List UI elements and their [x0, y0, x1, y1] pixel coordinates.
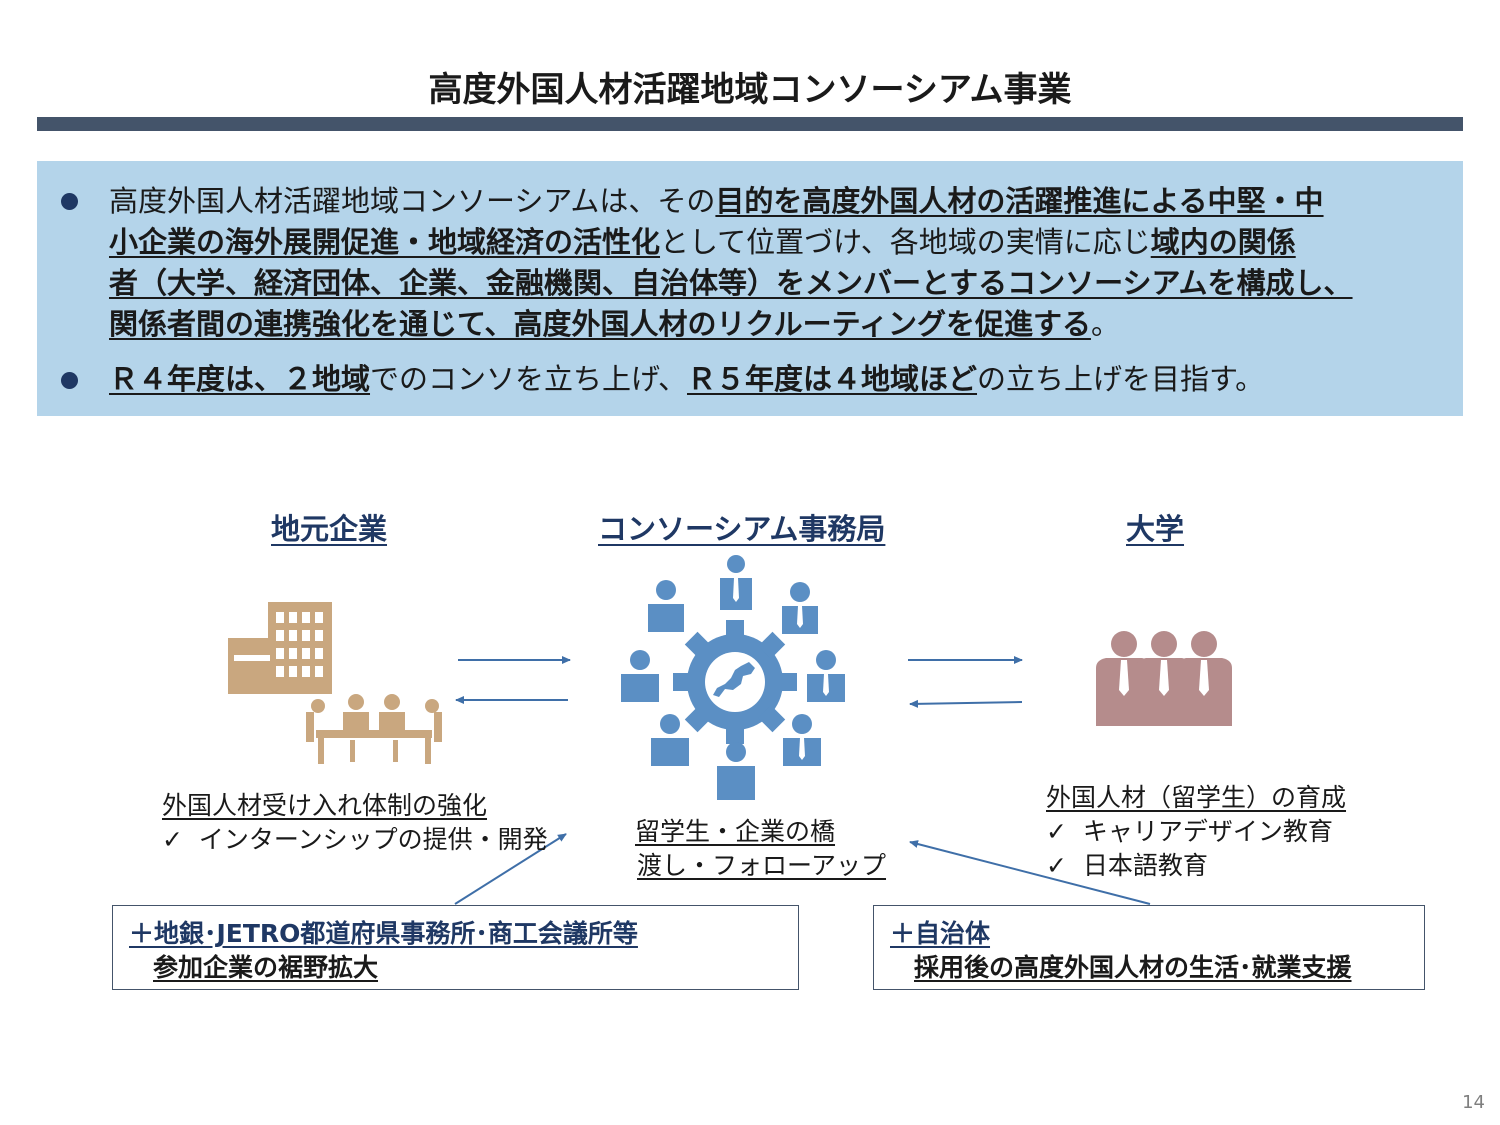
right-caption-item-1: ✓ キャリアデザイン教育 — [1046, 815, 1333, 849]
bullet-1-bold-4: 者（大学、経済団体、企業、金融機関、自治体等）をメンバーとするコンソーシアムを構… — [109, 266, 1353, 300]
right-caption-title: 外国人材（留学生）の育成 — [1046, 783, 1347, 812]
label-university: 大学 — [1126, 512, 1185, 546]
bullet-2-plain-1: でのコンソを立ち上げ、 — [370, 362, 687, 396]
office-building-and-meeting-icon — [228, 602, 442, 764]
right-caption-item-2: ✓ 日本語教育 — [1046, 849, 1208, 883]
arrow-from-right-box — [909, 840, 1151, 905]
check-icon: ✓ — [1046, 817, 1067, 846]
bullet-2-line-1: Ｒ４年度は、２地域でのコンソを立ち上げ、Ｒ５年度は４地域ほどの立ち上げを目指す。 — [109, 359, 1264, 400]
label-local-companies: 地元企業 — [271, 512, 388, 546]
title-divider — [37, 117, 1463, 131]
label-consortium-office: コンソーシアム事務局 — [598, 512, 886, 546]
bullet-1-plain-3: 。 — [1090, 307, 1120, 341]
left-caption-item: ✓ インターンシップの提供・開発 — [162, 823, 548, 857]
right-caption-item-1-text: キャリアデザイン教育 — [1082, 817, 1333, 846]
bullet-1-plain-1: 高度外国人材活躍地域コンソーシアムは、その — [109, 184, 716, 218]
summary-panel: 高度外国人材活躍地域コンソーシアムは、その目的を高度外国人材の活躍推進による中堅… — [37, 161, 1463, 416]
bullet-1-line-1: 高度外国人材活躍地域コンソーシアムは、その目的を高度外国人材の活躍推進による中堅… — [109, 181, 1324, 222]
right-box-line-2: 採用後の高度外国人材の生活･就業支援 — [914, 953, 1352, 982]
bullet-1-line-2: 小企業の海外展開促進・地域経済の活性化として位置づけ、各地域の実情に応じ域内の関… — [109, 222, 1296, 263]
bullet-2-bold-2: Ｒ５年度は４地域ほど — [687, 362, 978, 396]
bullet-1-bold-1: 目的を高度外国人材の活躍推進による中堅・中 — [715, 184, 1324, 218]
bullet-dot — [61, 372, 78, 389]
bullet-1-plain-2: として位置づけ、各地域の実情に応じ — [660, 225, 1151, 259]
bullet-1-line-3: 者（大学、経済団体、企業、金融機関、自治体等）をメンバーとするコンソーシアムを構… — [109, 263, 1353, 304]
left-box-line-1: ＋地銀･JETRO都道府県事務所･商工会議所等 — [129, 919, 638, 948]
bullet-dot — [61, 193, 78, 210]
bullet-1-line-4: 関係者間の連携強化を通じて、高度外国人材のリクルーティングを促進する。 — [109, 304, 1120, 345]
left-caption-title: 外国人材受け入れ体制の強化 — [162, 791, 488, 820]
left-box-line-2: 参加企業の裾野拡大 — [153, 953, 379, 982]
check-icon: ✓ — [162, 825, 183, 854]
right-box-line-1: ＋自治体 — [890, 919, 991, 948]
left-caption-item-text: インターンシップの提供・開発 — [198, 825, 548, 854]
bullet-1-bold-3: 域内の関係 — [1150, 225, 1296, 259]
right-caption-item-2-text: 日本語教育 — [1082, 851, 1208, 880]
bullet-1-bold-5: 関係者間の連携強化を通じて、高度外国人材のリクルーティングを促進する — [109, 307, 1091, 341]
bullet-2-bold-1: Ｒ４年度は、２地域 — [109, 362, 371, 396]
arrow-to-consortium-from-university — [909, 699, 1023, 708]
flow-arrows — [454, 656, 1151, 905]
arrow-from-left-box — [454, 833, 567, 905]
center-caption-line-1: 留学生・企業の橋 — [635, 817, 836, 846]
check-icon: ✓ — [1046, 851, 1067, 880]
center-caption-line-2: 渡し・フォローアップ — [637, 851, 887, 880]
people-around-gear-with-japan-map-icon — [673, 620, 797, 744]
right-partners-box: ＋自治体 採用後の高度外国人材の生活･就業支援 — [873, 905, 1425, 990]
page-title: 高度外国人材活躍地域コンソーシアム事業 — [428, 70, 1072, 110]
left-partners-box: ＋地銀･JETRO都道府県事務所･商工会議所等 参加企業の裾野拡大 — [112, 905, 799, 990]
bullet-2-plain-2: の立ち上げを目指す。 — [977, 362, 1265, 396]
consortium-people — [621, 555, 845, 800]
bullet-1-bold-2: 小企業の海外展開促進・地域経済の活性化 — [109, 225, 661, 259]
three-people-group-icon — [1096, 631, 1232, 726]
page-number: 14 — [1462, 1092, 1485, 1113]
